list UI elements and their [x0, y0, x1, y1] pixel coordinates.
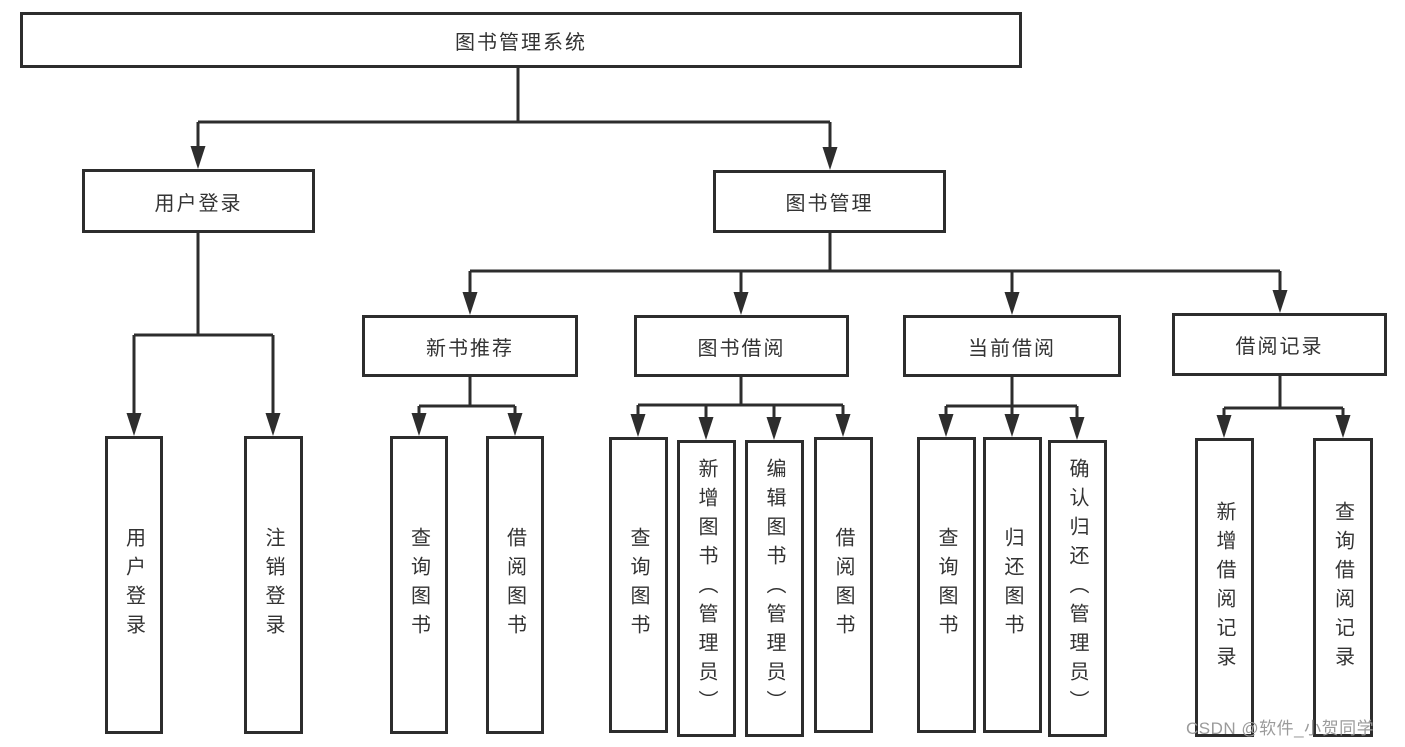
node-label: 借阅记录: [1235, 336, 1324, 358]
node-label: 图书借阅: [697, 337, 786, 360]
node-label: 查询图书: [935, 527, 957, 643]
arrowheads: [126, 146, 1351, 440]
node-label: 注销登录: [262, 527, 284, 643]
node-label: 用户登录: [154, 192, 243, 215]
leaf-confirm-return-admin: 确认归还（管理员）: [1048, 440, 1107, 737]
node-book-borrowing: 图书借阅: [634, 315, 849, 377]
node-library-system: 图书管理系统: [20, 12, 1022, 68]
node-label: 当前借阅: [968, 337, 1056, 360]
leaf-query-books-current: 查询图书: [917, 437, 976, 733]
node-label: 图书管理系统: [455, 31, 587, 54]
watermark: CSDN @软件_小贺同学: [1186, 719, 1375, 738]
node-label: 图书管理: [785, 193, 874, 215]
leaf-query-books-recommend: 查询图书: [390, 436, 448, 734]
node-label: 编辑图书（管理员）: [763, 458, 785, 719]
node-label: 用户登录: [122, 527, 145, 643]
node-label: 归还图书: [1001, 527, 1023, 643]
leaf-borrow-books-recommend: 借阅图书: [486, 436, 544, 734]
leaf-edit-book-admin: 编辑图书（管理员）: [745, 440, 804, 737]
node-label: 新增借阅记录: [1213, 500, 1235, 675]
node-new-book-recommendation: 新书推荐: [362, 315, 578, 377]
leaf-add-book-admin: 新增图书（管理员）: [677, 440, 736, 737]
leaf-return-books: 归还图书: [983, 437, 1042, 733]
node-label: 确认归还（管理员）: [1066, 458, 1088, 719]
node-label: 查询图书: [407, 527, 430, 643]
leaf-borrow-books: 借阅图书: [814, 437, 873, 733]
node-label: 借阅图书: [832, 527, 854, 643]
node-book-management: 图书管理: [713, 170, 946, 233]
node-label: 查询图书: [627, 527, 649, 643]
leaf-query-borrow-record: 查询借阅记录: [1313, 438, 1373, 737]
node-label: 查询借阅记录: [1331, 500, 1354, 675]
leaf-logout: 注销登录: [244, 436, 303, 734]
node-label: 新书推荐: [426, 337, 514, 360]
node-borrow-records: 借阅记录: [1172, 313, 1387, 376]
leaf-user-login: 用户登录: [105, 436, 163, 734]
node-current-borrowing: 当前借阅: [903, 315, 1121, 377]
node-user-login: 用户登录: [82, 169, 315, 233]
node-label: 借阅图书: [503, 527, 526, 643]
leaf-query-books-borrow: 查询图书: [609, 437, 668, 733]
leaf-add-borrow-record: 新增借阅记录: [1195, 438, 1254, 737]
node-label: 新增图书（管理员）: [695, 458, 717, 719]
